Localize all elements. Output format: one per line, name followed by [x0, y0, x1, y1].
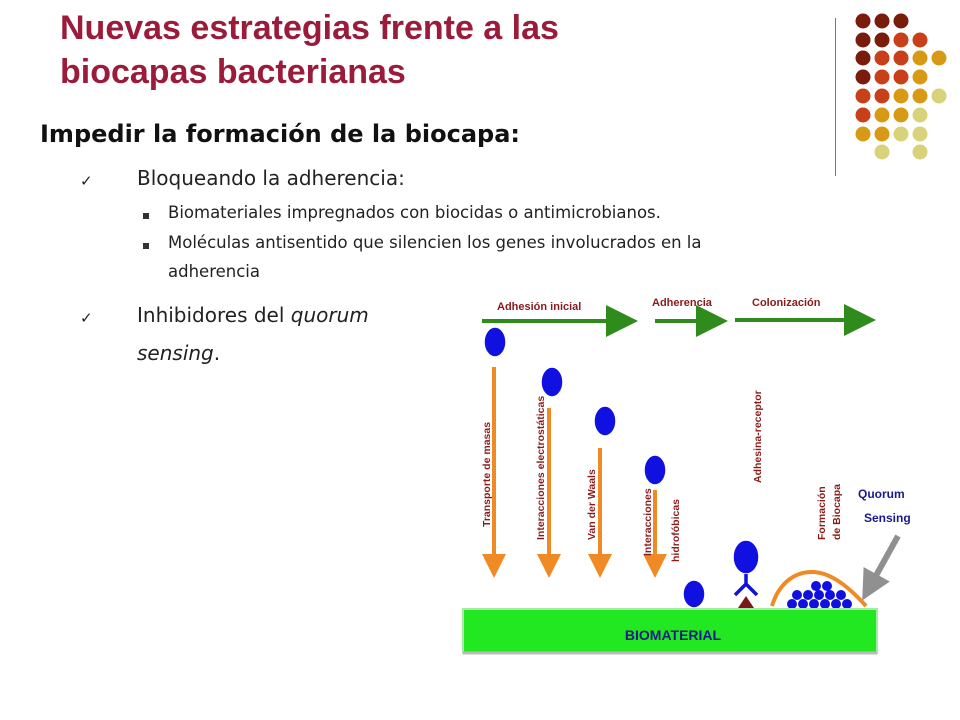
- decorative-dot: [912, 88, 928, 104]
- decorative-dot: [874, 50, 890, 66]
- decorative-dot: [855, 50, 871, 66]
- decorative-dot: [931, 50, 947, 66]
- label-biocapa: de Biocapa: [831, 484, 843, 540]
- decorative-dot: [893, 88, 909, 104]
- decorative-dot: [874, 69, 890, 85]
- arrow-quorum: [862, 534, 901, 601]
- sub-bullet-biomateriales: Biomateriales impregnados con biocidas o…: [168, 203, 661, 222]
- colony-cell: [798, 599, 808, 609]
- decorative-dot: [931, 88, 947, 104]
- label-transporte: Transporte de masas: [481, 422, 493, 527]
- biofilm-matrix: [770, 569, 868, 608]
- receptor-icon: [738, 596, 754, 608]
- decorative-dot: [855, 13, 871, 29]
- bullet-inhibidores-line-2: sensing.: [137, 341, 220, 365]
- label-electrostaticas: Interacciones electrostáticas: [535, 396, 547, 540]
- decorative-dot: [855, 88, 871, 104]
- adhesin-icon: [733, 574, 759, 597]
- bacterium-cell: [540, 366, 564, 398]
- decorative-dot: [874, 144, 890, 160]
- label-quorum: Quorum: [858, 487, 905, 501]
- check-icon: ✓: [80, 172, 93, 190]
- decorative-dot: [912, 50, 928, 66]
- decorative-dot: [855, 107, 871, 123]
- sub-bullet-moleculas-line-2: adherencia: [168, 262, 260, 281]
- decorative-dot: [912, 107, 928, 123]
- colony-cell: [792, 590, 802, 600]
- decorative-dot: [912, 144, 928, 160]
- bullet-sensing-suffix: .: [213, 341, 221, 365]
- section-heading: Impedir la formación de la biocapa:: [40, 120, 520, 148]
- biomaterial-label: BIOMATERIAL: [625, 627, 722, 643]
- decorative-dot: [893, 69, 909, 85]
- colony-cell: [809, 599, 819, 609]
- decorative-dot: [912, 32, 928, 48]
- colony-cell: [842, 599, 852, 609]
- label-hidrofobicas: hidrofóbicas: [670, 499, 682, 562]
- label-adhesina: Adhesina-receptor: [752, 390, 764, 483]
- bullet-bloqueando: Bloqueando la adherencia:: [137, 166, 405, 190]
- decorative-dot: [874, 13, 890, 29]
- colony-cell: [803, 590, 813, 600]
- decorative-divider: [835, 18, 836, 176]
- decorative-dot: [855, 126, 871, 142]
- decorative-dot: [912, 69, 928, 85]
- bacterium-cell: [593, 405, 617, 437]
- decorative-dot-grid: [855, 13, 947, 160]
- bacterium-cell: [483, 326, 507, 358]
- decorative-dot: [874, 107, 890, 123]
- bacterium-cell-adhesin: [732, 539, 760, 575]
- bullet-inhibidores-italic: quorum: [290, 303, 369, 327]
- decorative-dot: [912, 126, 928, 142]
- colony-cell: [831, 599, 841, 609]
- decorative-dot: [855, 32, 871, 48]
- colony-cell: [787, 599, 797, 609]
- square-bullet-icon: [143, 243, 149, 249]
- stage-label-colonizacion: Colonización: [752, 297, 821, 309]
- decorative-dot: [874, 126, 890, 142]
- colony-cell: [836, 590, 846, 600]
- decorative-dot: [893, 107, 909, 123]
- colony-cell: [820, 599, 830, 609]
- decorative-dot: [893, 32, 909, 48]
- bacterium-cell: [643, 454, 667, 486]
- label-interacciones: Interacciones: [642, 488, 654, 556]
- bullet-inhibidores-line-1: Inhibidores del quorum: [137, 303, 369, 327]
- colony-cell: [825, 590, 835, 600]
- label-sensing: Sensing: [864, 511, 911, 525]
- sub-bullet-moleculas-line-1: Moléculas antisentido que silencien los …: [168, 233, 702, 252]
- square-bullet-icon: [143, 213, 149, 219]
- check-icon: ✓: [80, 309, 93, 327]
- colony-cell: [811, 581, 821, 591]
- decorative-dot: [874, 32, 890, 48]
- biomaterial-bar: [462, 608, 878, 654]
- label-formacion: Formación: [816, 486, 828, 540]
- colony-cell: [822, 581, 832, 591]
- bacterium-cell: [682, 579, 706, 609]
- slide-title: Nuevas estrategias frente a las biocapas…: [60, 6, 780, 94]
- bullet-inhibidores-prefix: Inhibidores del: [137, 303, 291, 327]
- biofilm-colony: [787, 581, 852, 609]
- title-line-1: Nuevas estrategias frente a las: [60, 9, 559, 47]
- decorative-dot: [893, 50, 909, 66]
- decorative-dot: [893, 13, 909, 29]
- stage-label-adhesion: Adhesión inicial: [497, 301, 581, 313]
- label-vanderwaals: Van der Waals: [586, 469, 598, 540]
- stage-label-adherencia: Adherencia: [652, 297, 713, 309]
- colony-cell: [814, 590, 824, 600]
- bullet-sensing-italic: sensing: [137, 341, 214, 365]
- title-line-2: biocapas bacterianas: [60, 53, 406, 91]
- decorative-dot: [893, 126, 909, 142]
- decorative-dot: [855, 69, 871, 85]
- decorative-dot: [874, 88, 890, 104]
